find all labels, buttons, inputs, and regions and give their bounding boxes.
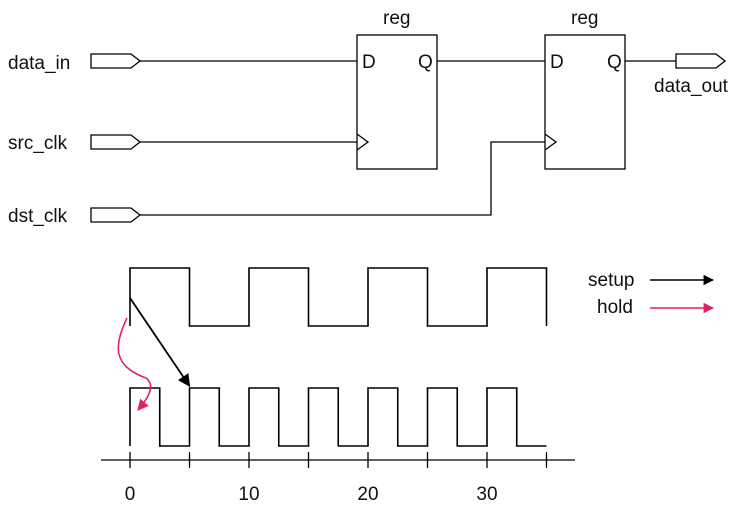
data-in-port-icon [90, 53, 142, 69]
dst-clk-waveform [129, 387, 547, 447]
register-1-clock-icon [356, 133, 370, 151]
legend: setup hold [588, 270, 715, 318]
register-2-clock-icon [544, 133, 558, 151]
register-1: reg D Q [356, 8, 438, 170]
setup-arrow [129, 297, 191, 388]
data-out-label: data_out [654, 76, 729, 97]
register-2-q-label: Q [607, 52, 622, 73]
src-clk-label: src_clk [8, 133, 68, 154]
src-clk-port-icon [90, 134, 142, 150]
axis-tick-label: 30 [476, 484, 497, 505]
src-clk-waveform [129, 267, 548, 327]
register-1-q-label: Q [418, 52, 433, 73]
register-1-box [356, 34, 438, 170]
axis-tick-label: 20 [357, 484, 378, 505]
legend-hold-label: hold [597, 297, 633, 318]
dst-clk-port-icon [90, 207, 142, 223]
register-2-d-label: D [550, 52, 564, 73]
dst-clk-label: dst_clk [8, 206, 68, 227]
time-axis: 0 10 20 30 [101, 452, 575, 505]
dst-clk-wire [140, 141, 545, 216]
axis-tick-label: 0 [125, 484, 136, 505]
register-2: reg D Q [544, 8, 626, 170]
axis-tick-label: 10 [238, 484, 259, 505]
hold-arrow [117, 317, 152, 411]
register-2-box [544, 34, 626, 170]
data-out-port-icon [675, 53, 727, 69]
register-2-title: reg [571, 8, 598, 29]
data-in-label: data_in [8, 53, 70, 74]
legend-setup-label: setup [588, 270, 634, 291]
register-1-title: reg [383, 8, 410, 29]
register-1-d-label: D [362, 52, 376, 73]
